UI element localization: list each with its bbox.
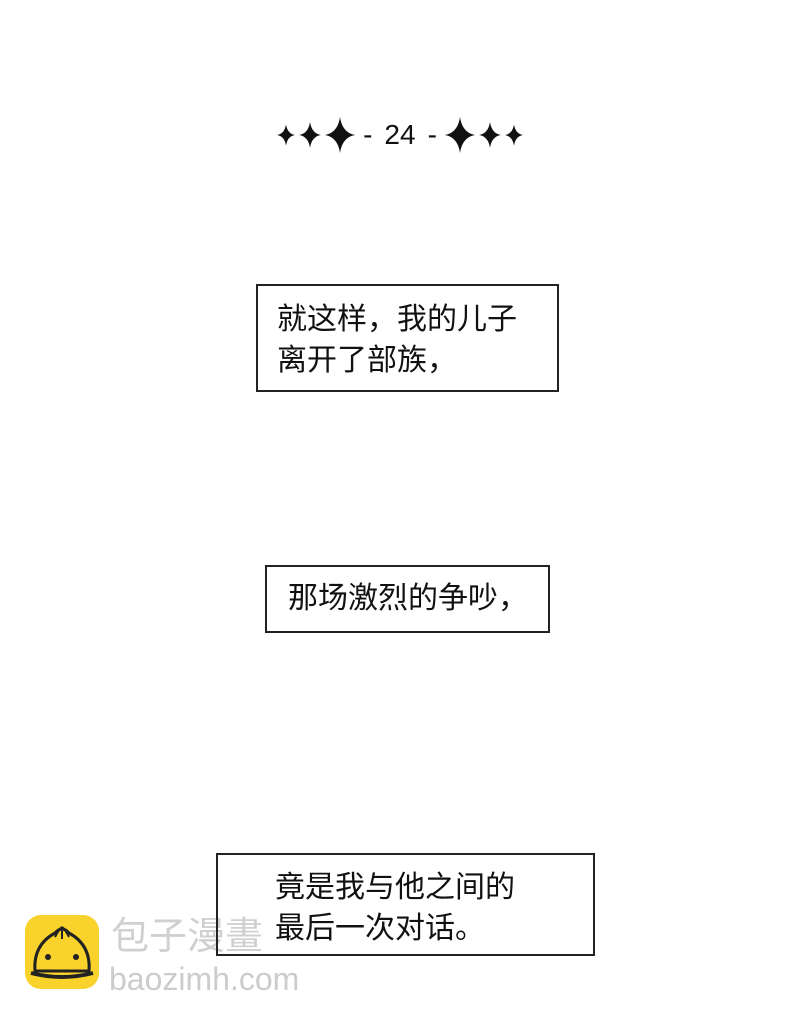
star-icon — [277, 124, 296, 146]
caption-line: 那场激烈的争吵， — [288, 581, 528, 616]
watermark-brand: 包子漫畫 — [111, 914, 264, 958]
star-icon — [325, 117, 356, 153]
star-icon — [299, 122, 321, 148]
watermark-url: baozimh.com — [109, 961, 300, 997]
steamed-bun-icon — [25, 915, 99, 989]
star-icon — [444, 117, 475, 153]
caption-box: 那场激烈的争吵， — [265, 565, 550, 633]
caption-line: 就这样，我的儿子 — [277, 302, 517, 337]
star-icon — [504, 124, 523, 146]
caption-line: 最后一次对话。 — [275, 911, 485, 946]
dash: - — [427, 119, 437, 150]
caption-line: 离开了部族， — [277, 343, 457, 378]
page-number: 24 — [384, 119, 416, 150]
caption-box: 竟是我与他之间的 最后一次对话。 — [216, 853, 595, 956]
chapter-header: - 24 - — [0, 112, 800, 158]
star-icon — [479, 122, 501, 148]
caption-line: 竟是我与他之间的 — [275, 870, 515, 905]
dash: - — [363, 119, 373, 150]
caption-box: 就这样，我的儿子 离开了部族， — [256, 284, 559, 392]
